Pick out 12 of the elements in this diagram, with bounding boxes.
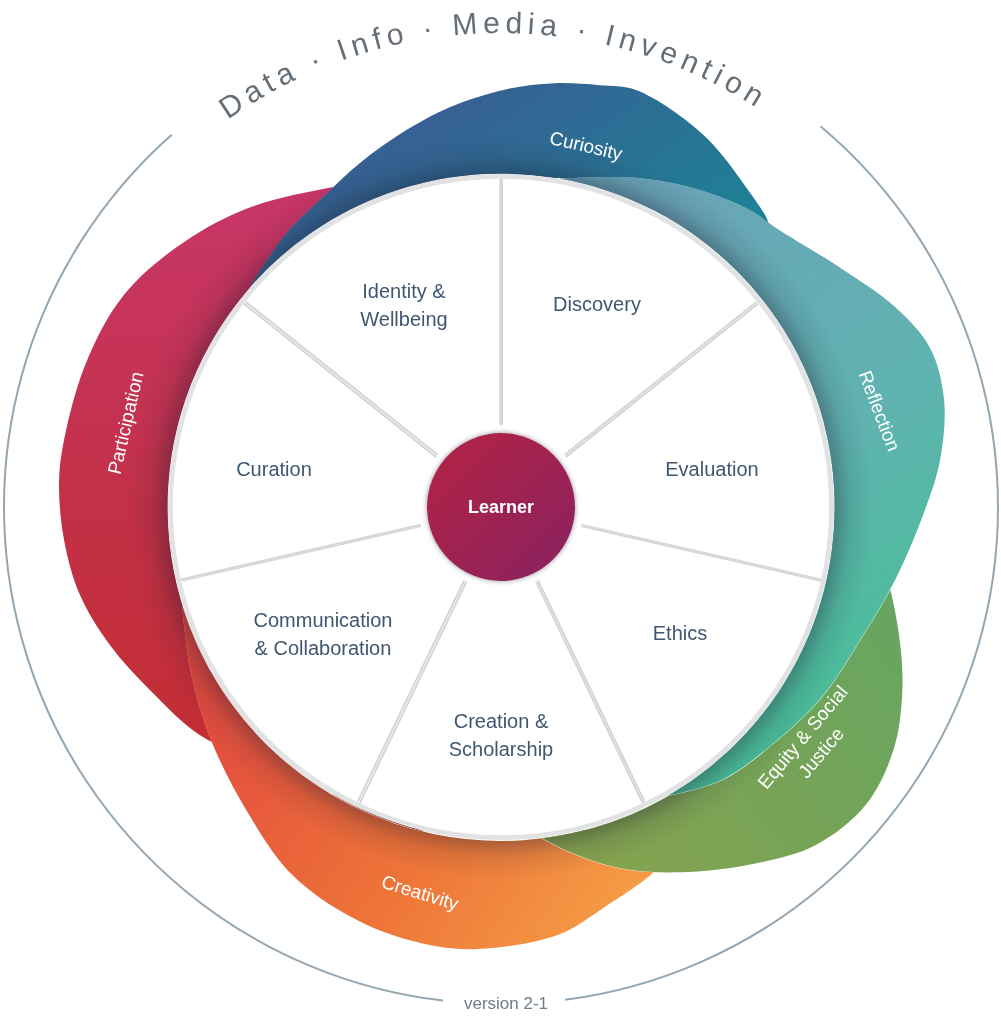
segment-label: Creation & Scholarship: [447, 709, 555, 762]
segment-label: Evaluation: [665, 457, 759, 482]
segment-label: Ethics: [652, 621, 708, 646]
wheel-segment: [244, 179, 501, 456]
segment-label: Communication & Collaboration: [252, 608, 394, 661]
petal-label: Curiosity: [547, 126, 625, 166]
segment-label: Discovery: [553, 292, 641, 317]
segment-label: Curation: [236, 457, 312, 482]
center-label: Learner: [468, 496, 534, 518]
version-label: version 2-1: [463, 994, 549, 1014]
wheel-segment: [501, 179, 758, 456]
segment-label: Identity & Wellbeing: [359, 279, 449, 332]
